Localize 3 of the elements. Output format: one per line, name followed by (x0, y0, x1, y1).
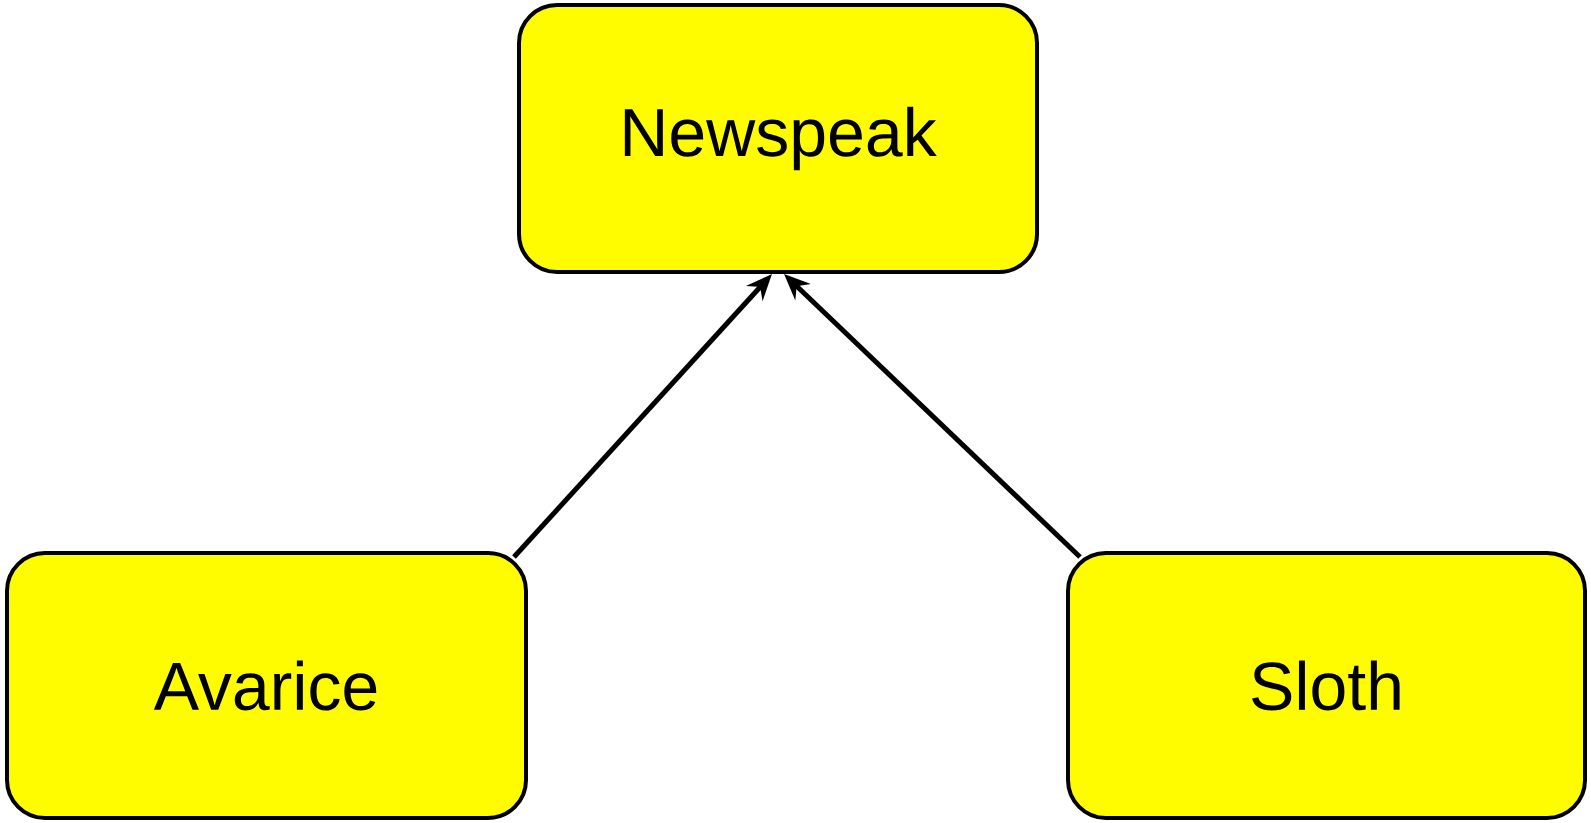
process-box: Avarice (5, 551, 528, 820)
process-box: Newspeak (517, 3, 1039, 274)
process-box: Sloth (1066, 551, 1587, 820)
